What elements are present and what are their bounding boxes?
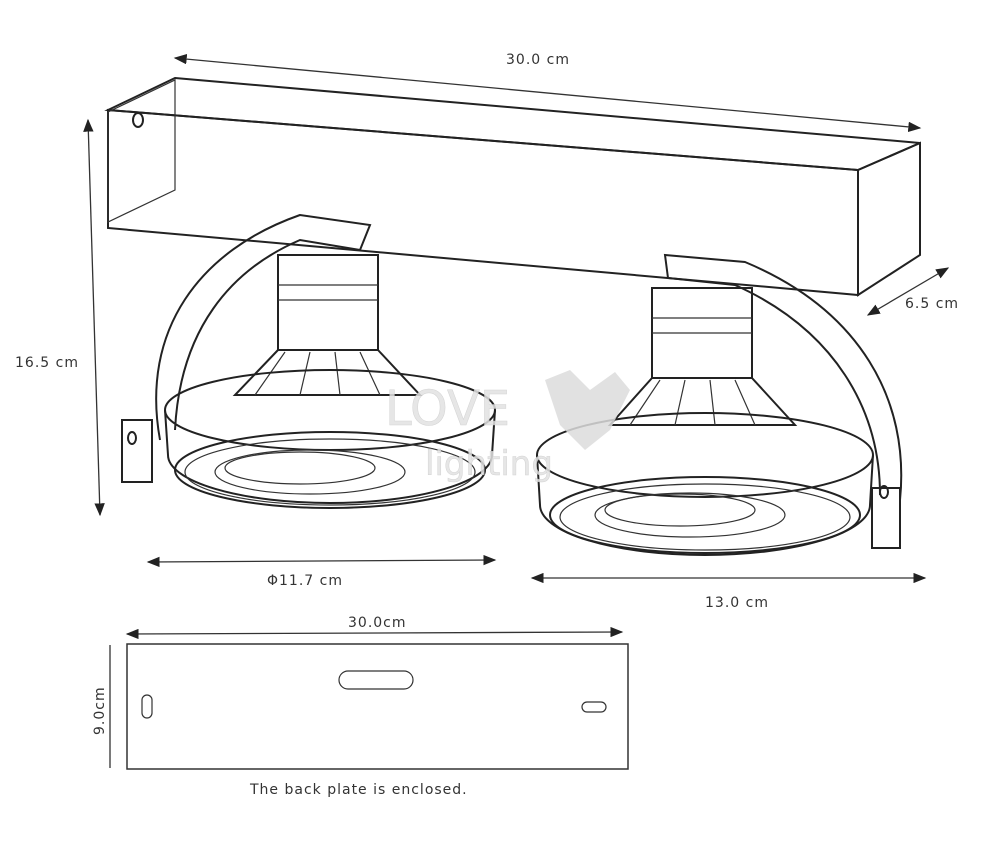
right-slot-icon <box>581 701 607 713</box>
length-label: 30.0 cm <box>506 52 570 68</box>
plate-length-dimension-line <box>125 626 624 640</box>
ceiling-bar-housing <box>104 76 921 297</box>
mounting-hole-icon <box>132 112 144 128</box>
heart-logo-icon <box>545 370 630 450</box>
height-dimension-line <box>83 118 105 517</box>
plate-length-label: 30.0cm <box>348 615 407 631</box>
back-plate <box>126 643 629 770</box>
svg-text:LOVE: LOVE <box>385 381 510 437</box>
length-dimension-line <box>173 53 922 133</box>
right-spotlight <box>536 253 903 556</box>
back-plate-note: The back plate is enclosed. <box>249 782 468 798</box>
depth-label: 6.5 cm <box>905 296 959 312</box>
plate-height-label: 9.0cm <box>92 686 108 735</box>
left-spotlight <box>121 213 496 509</box>
spacing-label: 13.0 cm <box>705 595 769 611</box>
height-label: 16.5 cm <box>15 355 79 371</box>
depth-dimension-line <box>866 267 950 316</box>
left-slot-icon <box>141 694 153 719</box>
center-slot-icon <box>338 670 414 690</box>
diameter-label: Φ11.7 cm <box>267 573 343 589</box>
svg-text:lighting: lighting <box>425 444 553 484</box>
watermark-logo: LOVE lighting <box>385 370 630 484</box>
diameter-dimension-line <box>146 554 497 568</box>
